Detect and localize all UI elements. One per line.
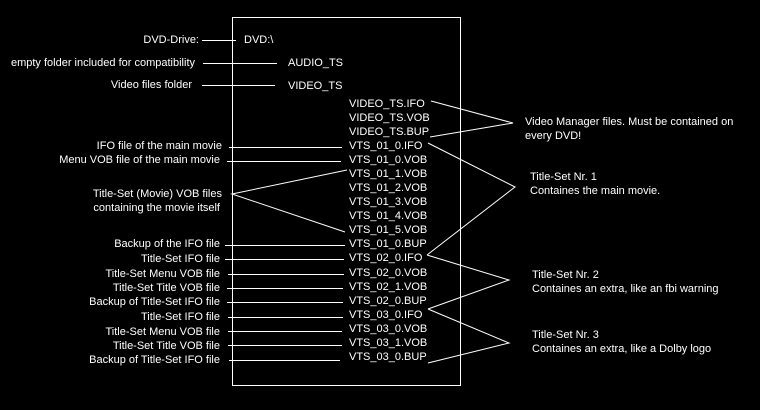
annotation-audio-ts: empty folder included for compatibility <box>10 57 195 69</box>
folder-video-ts: VIDEO_TS <box>288 80 343 92</box>
annotation-vts-02-0-ifo: Title-Set IFO file <box>140 253 220 265</box>
annotation-vts-03-1-vob: Title-Set Title VOB file <box>112 340 220 352</box>
file-vts-02-0-ifo: VTS_02_0.IFO <box>349 252 423 264</box>
group-title-set-2-line2: Containes an extra, like an fbi warning <box>532 283 719 295</box>
file-vts-02-0-bup: VTS_02_0.BUP <box>349 295 427 307</box>
annotation-vts-03-0-vob: Title-Set Menu VOB file <box>105 326 220 338</box>
group-title-set-2-line1: Title-Set Nr. 2 <box>532 269 599 281</box>
group-video-manager-line2: every DVD! <box>525 130 582 142</box>
file-vts-01-1-vob: VTS_01_1.VOB <box>349 168 428 180</box>
bracket-title-set-1 <box>426 142 516 256</box>
group-title-set-1-line1: Title-Set Nr. 1 <box>530 171 597 183</box>
dvd-box <box>232 17 461 386</box>
file-video-ts-vob: VIDEO_TS.VOB <box>349 112 430 124</box>
group-title-set-1-line2: Containes the main movie. <box>530 185 661 197</box>
file-vts-01-3-vob: VTS_01_3.VOB <box>349 196 428 208</box>
group-title-set-3-line1: Title-Set Nr. 3 <box>532 329 599 341</box>
annotation-video-ts: Video files folder <box>110 79 192 91</box>
annotation-vts-03-0-bup: Backup of Title-Set IFO file <box>89 354 220 366</box>
annotation-vob-group-line1: Title-Set (Movie) VOB files <box>92 188 222 200</box>
file-video-ts-bup: VIDEO_TS.BUP <box>349 126 430 138</box>
bracket-title-set-2 <box>426 254 511 310</box>
file-vts-01-0-ifo: VTS_01_0.IFO <box>349 140 423 152</box>
file-video-ts-ifo: VIDEO_TS.IFO <box>349 98 425 110</box>
file-vts-03-0-bup: VTS_03_0.BUP <box>349 351 427 363</box>
file-vts-01-0-bup: VTS_01_0.BUP <box>349 238 427 250</box>
file-dvd-root: DVD:\ <box>244 34 274 46</box>
leader-vob-group <box>230 169 348 233</box>
group-title-set-3-line2: Containes an extra, like a Dolby logo <box>532 343 712 355</box>
annotation-vts-01-0-ifo: IFO file of the main movie <box>96 140 222 152</box>
file-vts-02-1-vob: VTS_02_1.VOB <box>349 281 428 293</box>
bracket-title-set-3 <box>427 308 511 364</box>
file-vts-01-0-vob: VTS_01_0.VOB <box>349 154 428 166</box>
annotation-vts-01-0-bup: Backup of the IFO file <box>114 238 220 250</box>
group-video-manager-line1: Video Manager files. Must be contained o… <box>525 116 734 128</box>
annotation-vts-02-1-vob: Title-Set Title VOB file <box>112 282 220 294</box>
file-vts-02-0-vob: VTS_02_0.VOB <box>349 267 428 279</box>
bracket-video-manager <box>429 100 514 138</box>
annotation-vts-02-0-bup: Backup of Title-Set IFO file <box>89 296 220 308</box>
annotation-vts-01-0-vob: Menu VOB file of the main movie <box>59 154 220 166</box>
file-vts-01-4-vob: VTS_01_4.VOB <box>349 210 428 222</box>
file-vts-01-2-vob: VTS_01_2.VOB <box>349 182 428 194</box>
file-vts-03-0-vob: VTS_03_0.VOB <box>349 323 428 335</box>
annotation-vts-03-0-ifo: Title-Set IFO file <box>140 311 220 323</box>
annotation-vts-02-0-vob: Title-Set Menu VOB file <box>105 268 220 280</box>
annotation-vob-group-line2: containing the movie itself <box>93 202 220 214</box>
file-vts-01-5-vob: VTS_01_5.VOB <box>349 224 428 236</box>
folder-audio-ts: AUDIO_TS <box>288 57 344 69</box>
annotation-dvd-drive: DVD-Drive: <box>143 34 199 46</box>
file-vts-03-0-ifo: VTS_03_0.IFO <box>349 309 423 321</box>
file-vts-03-1-vob: VTS_03_1.VOB <box>349 337 428 349</box>
